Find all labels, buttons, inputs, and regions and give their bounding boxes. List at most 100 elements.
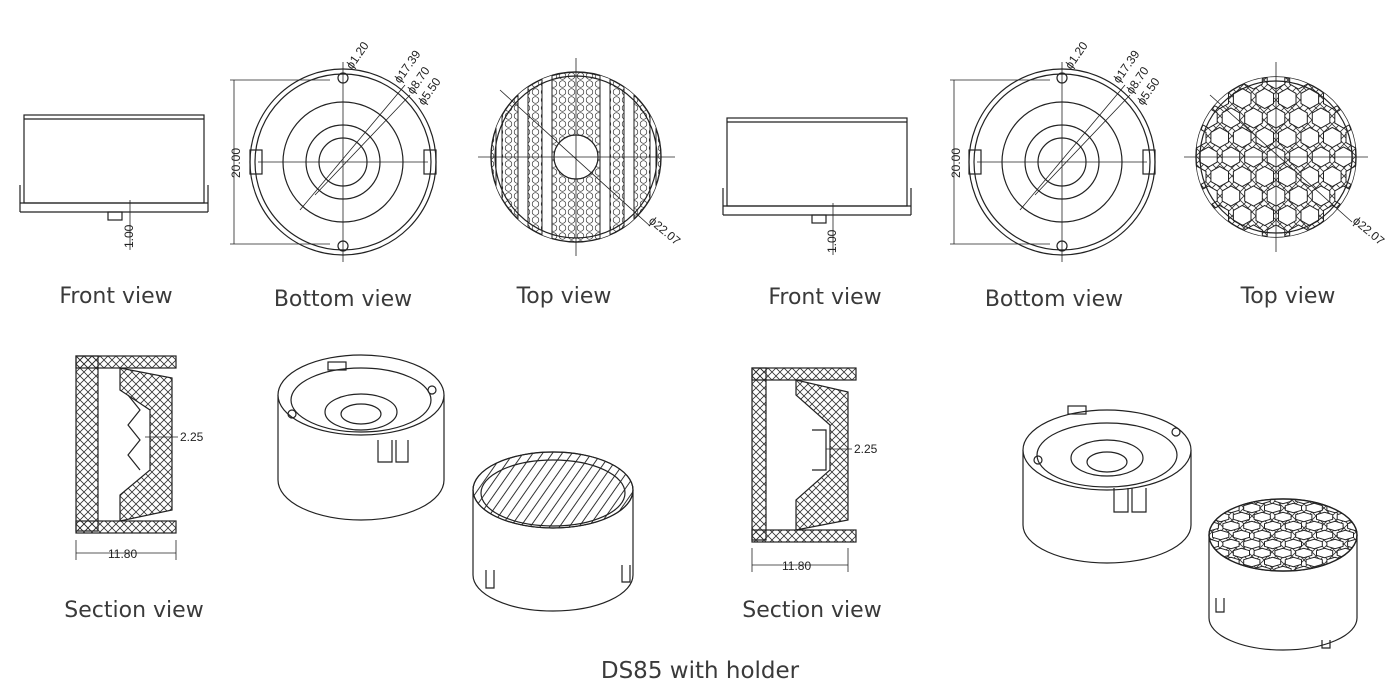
lens-hex-cell — [1202, 485, 1218, 494]
lens-hex-cell — [1161, 521, 1177, 530]
lens-hex-cell — [1098, 575, 1114, 584]
lens-hex-cell — [1077, 611, 1093, 620]
section-view-left: 2.25 11.80 — [75, 355, 204, 561]
lens-hex-cell — [1346, 49, 1364, 69]
lens-hex-cell — [1232, 547, 1250, 559]
lens-hex-cell — [1285, 575, 1301, 584]
outer-dim-left: ϕ22.07 — [646, 214, 683, 249]
lens-hex-cell — [1057, 557, 1073, 566]
lens-hex-cell — [1391, 127, 1400, 147]
lens-hex-cell — [1046, 512, 1062, 521]
lens-hex-cell — [1077, 593, 1093, 602]
lens-hex-cell — [1155, 147, 1173, 167]
lens-hex-cell — [1317, 458, 1333, 467]
lens-hex-cell — [1275, 602, 1291, 611]
lens-hex-cell — [1232, 87, 1252, 110]
lens-hex-cell — [1192, 602, 1208, 611]
lens-hex-cell — [1327, 485, 1343, 494]
lens-hex-cell — [1254, 602, 1270, 611]
lens-hex-cell — [1255, 204, 1274, 227]
lens-hex-cell — [1192, 476, 1208, 485]
caption-bottom-view-right: Bottom view — [984, 287, 1124, 312]
lens-hex-cell — [1213, 476, 1229, 485]
lens-hex-cell — [1348, 449, 1364, 458]
lens-hex-cell — [1233, 584, 1249, 593]
lens-hex-cell — [1348, 629, 1364, 638]
lens-hex-cell — [1256, 49, 1274, 69]
lens-hex-cell — [1391, 88, 1400, 108]
lens-hex-cell — [1192, 494, 1208, 503]
lens-hex-cell — [1196, 165, 1207, 188]
lens-hex-cell — [1046, 494, 1062, 503]
lens-hex-cell — [1312, 264, 1330, 284]
lens-hex-cell — [1380, 30, 1398, 50]
lens-hex-cell — [1380, 264, 1398, 284]
lens-hex-cell — [1380, 108, 1398, 128]
lens-hex-cell — [1196, 204, 1207, 227]
lens-hex-cell — [1305, 502, 1323, 514]
lens-hex-cell — [1181, 629, 1197, 638]
lens-hex-cell — [1132, 264, 1150, 284]
lens-hex-cell — [1213, 440, 1229, 449]
lens-hex-cell — [1311, 224, 1331, 237]
lens-hex-cell — [1098, 521, 1114, 530]
lens-hex-cell — [1254, 440, 1270, 449]
lens-hex-cell — [1161, 485, 1177, 494]
lens-hex-cell — [1221, 224, 1241, 237]
lens-hex-cell — [1326, 520, 1344, 532]
lens-hex-cell — [1300, 204, 1320, 227]
lens-hex-cell — [1098, 557, 1114, 566]
lens-hex-cell — [1181, 467, 1197, 476]
lens-hex-cell — [1171, 512, 1187, 521]
lens-hex-cell — [1150, 584, 1166, 593]
lens-hex-cell — [1327, 611, 1343, 620]
lens-hex-cell — [1177, 30, 1195, 50]
lens-hex-cell — [1109, 494, 1125, 503]
lens-hex-cell — [1161, 611, 1177, 620]
lens-hex-cell — [1088, 494, 1104, 503]
lens-hex-cell — [1244, 575, 1260, 584]
lens-hex-cell — [1326, 538, 1344, 550]
lens-hex-cell — [1295, 511, 1313, 523]
lens-hex-cell — [1306, 629, 1322, 638]
lens-hex-cell — [1202, 449, 1218, 458]
lens-hex-cell — [1244, 629, 1260, 638]
lens-hex-cell — [1109, 602, 1125, 611]
lens-hex-cell — [1177, 225, 1195, 245]
lens-hex-cell — [1199, 77, 1218, 90]
lens-hex-cell — [1254, 584, 1270, 593]
lens-hex-cell — [1129, 512, 1145, 521]
lens-hex-cell — [1311, 107, 1331, 129]
lens-hex-cell — [1389, 503, 1400, 512]
lens-hex-cell — [1192, 458, 1208, 467]
lens-hex-cell — [1223, 575, 1239, 584]
holder-iso-left — [277, 354, 445, 521]
lens-hex-cell — [1368, 557, 1384, 566]
lens-hex-cell — [1337, 620, 1353, 629]
lens-hex-cell — [1358, 530, 1374, 539]
lens-hex-cell — [1211, 49, 1229, 69]
width-dim-left: 11.80 — [108, 547, 137, 561]
lens-hex-cell — [1077, 629, 1093, 638]
lens-hex-cell — [1140, 611, 1156, 620]
lens-hex-cell — [1317, 602, 1333, 611]
lens-hex-cell — [1210, 165, 1229, 188]
lens-hex-cell — [1143, 283, 1161, 303]
lens-hex-cell — [1305, 520, 1323, 532]
lens-hex-cell — [1290, 264, 1308, 284]
lens-hex-cell — [1046, 566, 1062, 575]
lens-hex-cell — [1358, 494, 1374, 503]
lens-hex-cell — [1202, 431, 1218, 440]
lens-hex-cell — [1290, 30, 1308, 50]
lens-hex-cell — [1181, 575, 1197, 584]
lens-hex-cell — [1210, 126, 1229, 149]
lens-hex-cell — [1046, 584, 1062, 593]
lens-hex-cell — [1327, 431, 1343, 440]
lens-hex-cell — [1155, 30, 1173, 50]
lens-hex-cell — [1311, 185, 1331, 207]
outer-dim-right: ϕ22.07 — [1350, 214, 1387, 249]
lens-hex-cell — [1221, 107, 1241, 129]
lens-hex-cell — [1346, 283, 1364, 303]
lens-hex-cell — [1358, 458, 1374, 467]
